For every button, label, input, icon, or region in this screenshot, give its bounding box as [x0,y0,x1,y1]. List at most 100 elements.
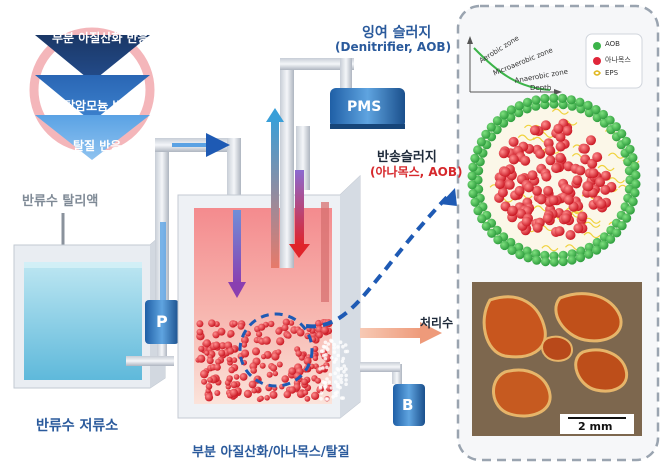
anammox-cell [543,185,554,196]
granule-blob [554,292,623,343]
anammox-cell [540,120,551,131]
air-bubble [328,372,333,377]
anammox-cell [542,213,553,224]
air-bubble [332,342,337,347]
anammox-particle [241,336,249,344]
air-bubble [336,382,340,387]
anammox-cell [521,216,532,227]
anammox-cell [592,152,603,163]
aob-cell [628,153,638,163]
anammox-cell [555,152,566,163]
eps-strand [551,108,569,115]
anammox-cell [500,201,511,212]
anammox-cell [553,123,564,134]
anammox-cell [548,195,559,206]
anammox-particle [219,342,227,350]
air-bubble [325,377,329,381]
aob-cell [631,179,641,189]
pump-p [126,222,179,366]
depth-axis-label: Depth [530,84,552,92]
anammox-cell [583,181,594,192]
anammox-cell [563,194,574,205]
anammox-particle [276,361,283,368]
granule-blob [492,368,552,418]
aob-cell [467,171,477,181]
anammox-particle [198,345,205,352]
anammox-particle [275,349,282,355]
anammox-particle [200,369,209,379]
air-bubble [341,344,345,349]
zone-axes [467,36,562,95]
anammox-particle [196,328,204,336]
anammox-particle [227,330,235,338]
aob-cell [630,188,640,198]
anammox-cell [565,230,576,240]
anammox-cell [504,179,515,190]
air-bubble [343,349,348,354]
anammox-cell [508,154,519,165]
anammox-particle [230,381,238,389]
aob-cell [481,221,491,231]
chevron-stage-1 [35,35,150,82]
air-bubble [334,357,338,362]
anammox-cell [532,222,543,233]
anammox-cell [563,184,574,195]
chevron-stage-2 [35,75,150,122]
anammox-particle [262,336,271,345]
anammox-cell [523,182,534,193]
aob-cell [575,253,586,263]
aob-cell [549,93,559,103]
air-bubble [341,356,346,361]
air-bubble [326,342,331,346]
anammox-cell [588,168,599,179]
anammox-particle [311,391,320,400]
aob-cell [549,257,559,267]
anammox-particle [243,389,252,398]
air-bubble [336,375,341,379]
legend-aob-label: AOB [605,40,620,48]
anammox-particle [304,395,311,402]
air-bubble [329,338,333,343]
anammox-particle [231,357,238,363]
air-bubble [332,346,337,350]
anammox-particle [303,357,312,365]
zoom-connector [305,194,450,329]
air-bubble [344,373,349,378]
anammox-cell [555,132,566,143]
downflow-arrow [233,210,241,284]
aob-cell [473,206,483,216]
air-bubble [335,367,340,371]
aob-cell [477,214,487,224]
anammox-cell [497,187,508,198]
anammox-cell [508,136,519,147]
anammox-cell [555,141,566,152]
stage-1-label: 부분 아질산화 반응 [52,31,149,45]
anammox-particle [215,358,222,365]
anammox-particle [237,323,245,330]
anammox-particle [226,347,235,355]
air-bubble [327,380,332,384]
anammox-particle [316,331,323,339]
aob-cell [481,129,491,139]
aob-cell [592,245,602,255]
anammox-particle [272,370,279,377]
anammox-particle [250,367,257,374]
return-sludge-arrow [295,170,304,246]
aob-cell [576,246,586,256]
anammox-particle [275,327,283,335]
aob-cell [617,221,627,231]
air-bubble [340,359,345,364]
eps-strand [608,152,625,159]
aob-cell [487,228,497,238]
aob-cell [584,249,594,259]
aob-cell [540,93,550,104]
anammox-particle [217,327,226,336]
anammox-cell [545,155,556,166]
anammox-particle [204,350,210,356]
anammox-particle [233,374,240,380]
aob-cell [493,235,503,245]
aob-cell [598,109,609,120]
pms-label: PMS [347,99,382,115]
return-sludge-sub: (아나목스, AOB) [370,165,463,179]
